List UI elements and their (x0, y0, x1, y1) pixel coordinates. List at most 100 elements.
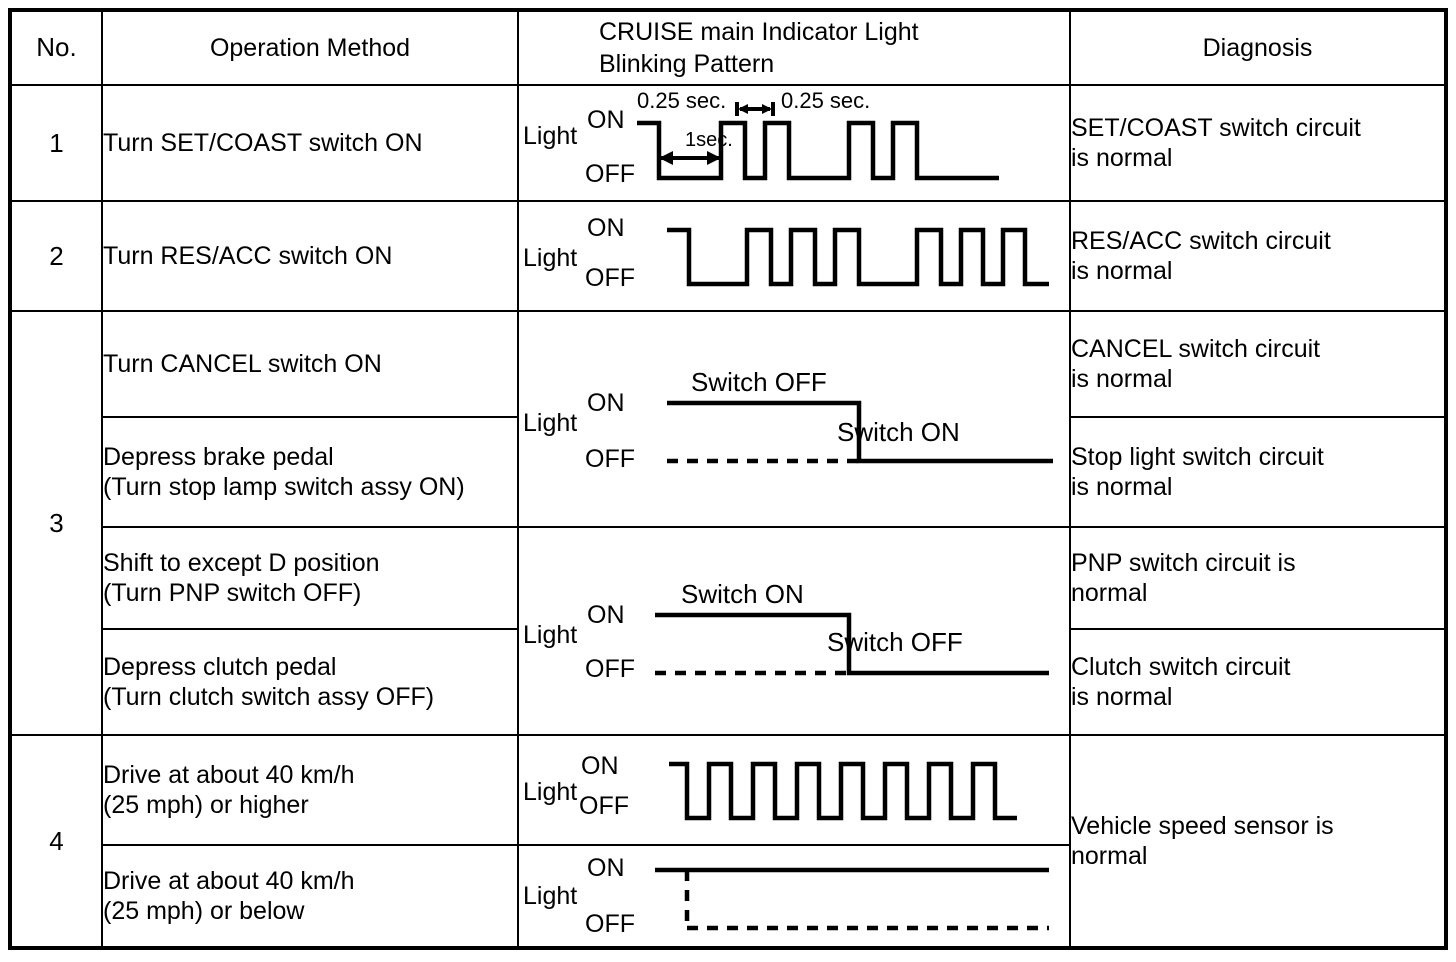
operation-cell-4b: Drive at about 40 km/h (25 mph) or below (101, 844, 519, 949)
operation-line-1: Turn RES/ACC switch ON (103, 241, 393, 270)
table-row: 3 Turn CANCEL switch ON Light ON OFF Swi… (9, 310, 1447, 736)
waveform-on-label: ON (581, 752, 619, 780)
table-row: Depress brake pedal (Turn stop lamp swit… (10, 416, 1447, 528)
operation-line-1: Drive at about 40 km/h (103, 866, 355, 895)
diagnosis-cell-4: Vehicle speed sensor is normal (1069, 734, 1447, 949)
waveform-light-label: Light (523, 621, 577, 649)
waveform-cell-pnp-clutch: Light ON OFF Switch ON Switch OFF (517, 526, 1071, 736)
waveform-off-label: OFF (579, 792, 629, 820)
operation-line-1: Turn CANCEL switch ON (103, 349, 382, 378)
header-blinking-pattern-line2: Blinking Pattern (599, 50, 775, 78)
row-number-4: 4 (9, 734, 103, 949)
table-header-row: No. Operation Method CRUISE main Indicat… (9, 9, 1447, 86)
diagnosis-line-1: Stop light switch circuit (1071, 442, 1324, 471)
timing-arrow-quarter (735, 102, 775, 116)
waveform-res-acc-svg: Light ON OFF (523, 214, 1049, 292)
waveform-light-label: Light (523, 882, 577, 910)
waveform-cell-speed-high: Light ON OFF (517, 734, 1071, 846)
cruise-indicator-diagnosis-table: No. Operation Method CRUISE main Indicat… (8, 8, 1448, 950)
switch-on-label: Switch ON (681, 579, 804, 609)
timing-arrow-one-sec (659, 151, 721, 165)
waveform-trace-cancel-brake (667, 400, 1053, 464)
diagnosis-line-1: Vehicle speed sensor is (1071, 811, 1334, 840)
operation-cell-3a: Turn CANCEL switch ON (101, 310, 519, 418)
operation-line-1: Shift to except D position (103, 548, 380, 577)
waveform-on-label: ON (587, 854, 625, 882)
operation-line-1: Drive at about 40 km/h (103, 760, 355, 789)
operation-line-2: (Turn stop lamp switch assy ON) (103, 473, 465, 501)
waveform-on-label: ON (587, 214, 625, 242)
waveform-off-label: OFF (585, 160, 635, 188)
waveform-speed-high-svg: Light ON OFF (523, 752, 1017, 821)
diagnosis-line-2: is normal (1071, 144, 1173, 172)
waveform-on-label: ON (587, 601, 625, 629)
operation-line-1: Depress brake pedal (103, 442, 334, 471)
diagnosis-cell-3c: PNP switch circuit is normal (1069, 526, 1447, 630)
diagnosis-line-1: PNP switch circuit is (1071, 548, 1296, 577)
waveform-on-label: ON (587, 106, 625, 134)
header-diagnosis: Diagnosis (1069, 9, 1447, 86)
table-row: 4 Drive at about 40 km/h (25 mph) or hig… (9, 734, 1447, 949)
waveform-trace-pnp-clutch (655, 612, 1049, 676)
diagram-sheet: No. Operation Method CRUISE main Indicat… (0, 8, 1456, 962)
timing-label-quarter-right: 0.25 sec. (781, 88, 870, 113)
operation-cell-3d: Depress clutch pedal (Turn clutch switch… (101, 628, 519, 736)
waveform-light-label: Light (523, 244, 577, 272)
row-number-1: 1 (9, 84, 103, 202)
table-row: 1 Turn SET/COAST switch ON Light ON OFF … (9, 84, 1447, 202)
header-blinking-pattern-line1: CRUISE main Indicator Light (599, 18, 919, 46)
diagnosis-line-2: is normal (1071, 683, 1173, 711)
header-operation-method: Operation Method (101, 9, 519, 86)
operation-cell-2: Turn RES/ACC switch ON (101, 200, 519, 312)
diagnosis-cell-3d: Clutch switch circuit is normal (1069, 628, 1447, 736)
diagnosis-line-2: normal (1071, 842, 1148, 870)
diagnosis-line-2: is normal (1071, 473, 1173, 501)
waveform-cell-cancel-brake: Light ON OFF Switch OFF Switch ON (517, 310, 1071, 528)
waveform-cell-set-coast: Light ON OFF 0.25 sec. 0.25 sec. 1sec. (517, 84, 1071, 202)
operation-line-2: (Turn PNP switch OFF) (103, 579, 362, 607)
diagnosis-line-1: Clutch switch circuit (1071, 652, 1291, 681)
table-row: Depress clutch pedal (Turn clutch switch… (10, 628, 1447, 736)
waveform-light-label: Light (523, 778, 577, 806)
operation-line-2: (Turn clutch switch assy OFF) (103, 683, 435, 711)
diagnosis-cell-3a: CANCEL switch circuit is normal (1069, 310, 1447, 418)
waveform-light-label: Light (523, 122, 577, 150)
operation-cell-3b: Depress brake pedal (Turn stop lamp swit… (101, 416, 519, 528)
diagnosis-line-2: is normal (1071, 257, 1173, 285)
waveform-speed-low-svg: Light ON OFF (523, 854, 1049, 938)
diagnosis-cell-3b: Stop light switch circuit is normal (1069, 416, 1447, 528)
timing-label-one-sec: 1sec. (685, 129, 733, 151)
header-blinking-pattern: CRUISE main Indicator Light Blinking Pat… (517, 9, 1071, 86)
operation-cell-3c: Shift to except D position (Turn PNP swi… (101, 526, 519, 630)
table-row: Drive at about 40 km/h (25 mph) or below… (10, 844, 1446, 949)
switch-on-label: Switch ON (837, 417, 960, 447)
waveform-cancel-brake-svg: Light ON OFF Switch OFF Switch ON (523, 367, 1053, 473)
waveform-trace-set-coast (637, 120, 999, 181)
waveform-on-label: ON (587, 389, 625, 417)
row-number-3: 3 (9, 310, 103, 736)
switch-off-label: Switch OFF (691, 367, 827, 397)
table-row: Shift to except D position (Turn PNP swi… (10, 526, 1447, 736)
row-number-2: 2 (9, 200, 103, 312)
diagnosis-line-1: CANCEL switch circuit (1071, 334, 1321, 363)
diagnosis-line-2: normal (1071, 579, 1148, 607)
waveform-off-label: OFF (585, 264, 635, 292)
waveform-set-coast-svg: Light ON OFF 0.25 sec. 0.25 sec. 1sec. (523, 88, 999, 188)
diagnosis-line-1: RES/ACC switch circuit (1071, 226, 1331, 255)
waveform-trace-res-acc (667, 227, 1049, 287)
waveform-pnp-clutch-svg: Light ON OFF Switch ON Switch OFF (523, 579, 1049, 683)
waveform-light-label: Light (523, 409, 577, 437)
operation-line-2: (25 mph) or below (103, 897, 305, 925)
waveform-cell-speed-low: Light ON OFF (517, 844, 1071, 949)
table-row: 2 Turn RES/ACC switch ON Light ON OFF RE… (9, 200, 1447, 312)
operation-cell-4a: Drive at about 40 km/h (25 mph) or highe… (101, 734, 519, 846)
waveform-cell-res-acc: Light ON OFF (517, 200, 1071, 312)
diagnosis-line-1: SET/COAST switch circuit (1071, 113, 1361, 142)
diagnosis-cell-1: SET/COAST switch circuit is normal (1069, 84, 1447, 202)
header-no: No. (9, 9, 103, 86)
operation-line-2: (25 mph) or higher (103, 791, 309, 819)
operation-line-1: Depress clutch pedal (103, 652, 337, 681)
diagnosis-line-2: is normal (1071, 365, 1173, 393)
waveform-off-label: OFF (585, 445, 635, 473)
operation-cell-1: Turn SET/COAST switch ON (101, 84, 519, 202)
